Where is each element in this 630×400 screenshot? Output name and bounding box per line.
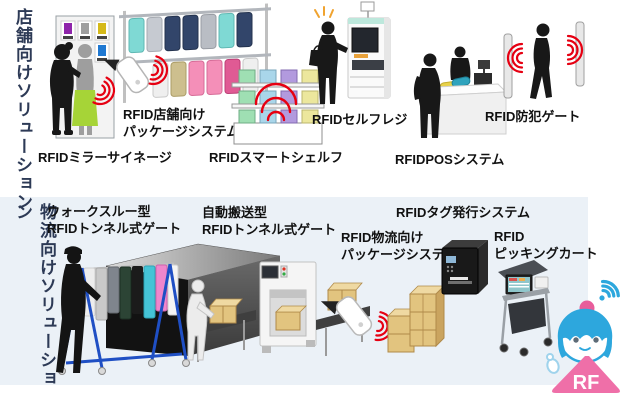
wifi-icon bbox=[599, 279, 620, 301]
store-package-system-label: RFID店舗向け パッケージシステム bbox=[123, 107, 240, 139]
handheld-reader-icon bbox=[320, 296, 394, 342]
rfid-wave-icon bbox=[506, 42, 524, 74]
self-checkout-label: RFIDセルフレジ bbox=[312, 112, 408, 127]
self-checkout-illustration bbox=[298, 1, 416, 110]
worker-silhouette bbox=[56, 246, 101, 373]
logistics-package-illustration bbox=[320, 280, 446, 360]
mirror-signage-illustration bbox=[40, 12, 175, 150]
customer-silhouette bbox=[413, 53, 441, 138]
mirror-product-thumbnails bbox=[60, 20, 110, 63]
customer-silhouette bbox=[309, 21, 348, 104]
walking-person-silhouette bbox=[530, 23, 552, 99]
rf-mascot: RF bbox=[540, 272, 630, 398]
security-gate-illustration bbox=[484, 6, 606, 106]
worker-ghost-silhouette bbox=[186, 279, 215, 361]
rfid-wave-icon bbox=[92, 76, 116, 106]
alert-sparkle-icon bbox=[314, 6, 334, 18]
clerk-silhouette bbox=[450, 46, 471, 80]
rfid-wave-icon bbox=[566, 34, 584, 66]
store-section-label: 店舗向けソリューション bbox=[13, 8, 32, 212]
tag-printer-illustration bbox=[438, 236, 492, 302]
mascot-body bbox=[552, 356, 620, 393]
walkthrough-tunnel-label: ウォークスルー型 RFIDトンネル式ゲート bbox=[47, 204, 182, 236]
mirror-reflection-figure bbox=[72, 44, 98, 135]
store-package-system-illustration bbox=[103, 0, 277, 108]
hanging-shirts-top-row bbox=[128, 11, 253, 54]
mascot-hair bbox=[559, 310, 611, 342]
picking-cart-illustration bbox=[490, 258, 566, 357]
picking-cart-label: RFID ピッキングカート bbox=[494, 229, 598, 261]
smart-shelf-label: RFIDスマートシェルフ bbox=[209, 150, 343, 165]
tunnel-reader-gate bbox=[259, 261, 317, 353]
pos-system-illustration bbox=[402, 42, 520, 142]
logistics-section-label: 物流向けソリューション bbox=[13, 203, 56, 388]
pos-system-label: RFIDPOSシステム bbox=[395, 152, 505, 167]
smart-shelf-illustration bbox=[222, 62, 332, 150]
mascot-rf-text: RF bbox=[573, 372, 600, 394]
logistics-package-label: RFID物流向け パッケージシステム bbox=[341, 230, 458, 262]
shopper-silhouette bbox=[49, 42, 81, 135]
mascot-hand bbox=[546, 353, 560, 374]
mirror-signage-label: RFIDミラーサイネージ bbox=[38, 150, 172, 165]
carton-stack bbox=[387, 284, 445, 353]
security-gate-label: RFID防犯ゲート bbox=[485, 109, 581, 124]
auto-tunnel-label: 自動搬送型 RFIDトンネル式ゲート bbox=[202, 205, 337, 237]
handheld-reader-icon bbox=[103, 55, 169, 94]
self-checkout-kiosk bbox=[347, 17, 391, 99]
tag-issuing-label: RFIDタグ発行システム bbox=[396, 205, 530, 220]
rfid-wave-icon bbox=[254, 82, 298, 122]
